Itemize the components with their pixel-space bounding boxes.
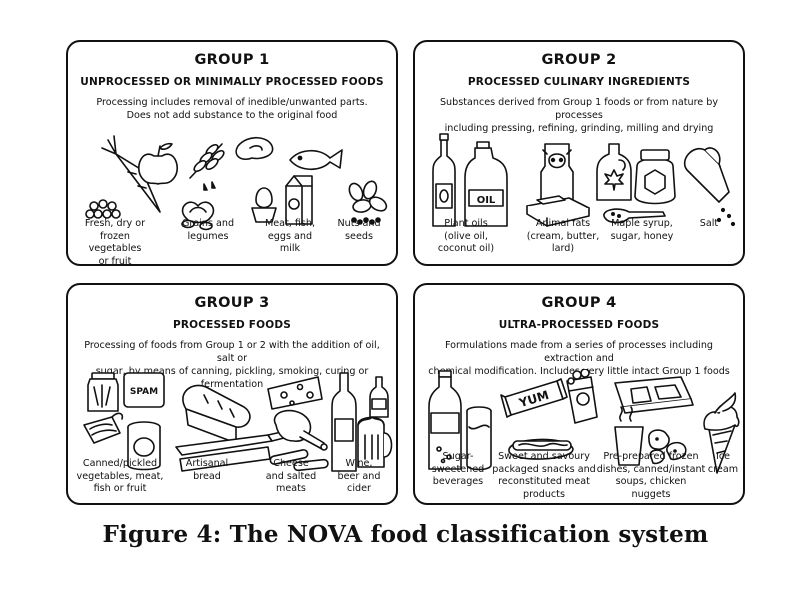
fish-icon xyxy=(289,149,343,171)
apple-icon xyxy=(138,142,178,185)
maple-syrup-icon xyxy=(596,143,632,201)
figure-caption: Figure 4: The NOVA food classification s… xyxy=(102,521,709,548)
group-1-subtitle: UNPROCESSED OR MINIMALLY PROCESSED FOODS xyxy=(80,76,384,88)
spam-label: SPAM xyxy=(130,387,158,397)
group-1-item-meat: Meat, fish, eggs and milk xyxy=(264,218,316,254)
pickle-jar-icon xyxy=(87,372,119,412)
group-2-item-maple-syrup: Maple syrup, sugar, honey xyxy=(610,218,674,242)
bread-icon xyxy=(182,384,251,444)
olive-oil-bottle-icon xyxy=(432,133,456,227)
group-1-item-grains: Grains and legumes xyxy=(181,218,235,242)
candy-bar-icon: YUM xyxy=(500,378,568,418)
carrot-icon xyxy=(101,135,161,213)
butter-icon xyxy=(526,195,590,227)
chips-bag-icon xyxy=(566,368,598,424)
wheat-icon xyxy=(189,143,225,191)
sausage-icon xyxy=(269,449,329,472)
group-2-item-animal-fats: Animal fats (cream, butter, lard) xyxy=(526,218,600,254)
group-4-item-ice-cream: Ice cream xyxy=(707,451,739,475)
group-2-item-plant-oils: Plant oils (olive oil, coconut oil) xyxy=(437,218,495,254)
group-3-description: Processing of foods from Group 1 or 2 wi… xyxy=(84,340,380,390)
ham-icon xyxy=(273,409,328,451)
frozen-dinner-icon xyxy=(614,376,694,414)
group-4-illustrations: YUM xyxy=(419,368,741,479)
legumes-icon xyxy=(181,201,215,231)
oil-label: OIL xyxy=(477,195,496,206)
group-2-subtitle: PROCESSED CULINARY INGREDIENTS xyxy=(467,76,691,88)
beer-bottle-icon xyxy=(369,376,389,418)
spam-can-icon: SPAM xyxy=(123,372,165,408)
hot-dog-icon xyxy=(508,438,574,460)
group-3-item-bread: Artisanal bread xyxy=(185,458,229,482)
cheese-icon xyxy=(267,376,323,410)
group-2-panel: GROUP 2 PROCESSED CULINARY INGREDIENTS S… xyxy=(413,40,745,266)
soda-bottle-icon xyxy=(428,370,462,470)
soup-cup-icon xyxy=(614,406,644,466)
peas-icon xyxy=(85,199,121,219)
group-1-item-nuts: Nuts and seeds xyxy=(337,218,381,242)
group-1-illustrations xyxy=(72,126,394,236)
group-1-description: Processing includes removal of inedible/… xyxy=(96,97,368,121)
group-1-panel: GROUP 1 UNPROCESSED OR MINIMALLY PROCESS… xyxy=(66,40,398,267)
group-3-illustrations: SPAM xyxy=(72,369,394,479)
group-4-title: GROUP 4 xyxy=(541,295,617,311)
group-3-title: GROUP 3 xyxy=(194,295,270,311)
egg-icon xyxy=(251,187,277,223)
sardine-tin-icon xyxy=(83,412,124,444)
group-4-item-beverages: Sugar- sweetened beverages xyxy=(431,451,485,487)
group-2-illustrations: OIL xyxy=(419,126,741,236)
salt-shaker-icon xyxy=(683,147,736,227)
group-4-item-snacks: Sweet and savoury packaged snacks and re… xyxy=(492,451,596,500)
wine-bottle-icon xyxy=(331,372,357,472)
steak-icon xyxy=(235,136,274,161)
group-2-title: GROUP 2 xyxy=(541,52,617,68)
sugar-spoon-icon xyxy=(603,208,666,224)
group-1-title: GROUP 1 xyxy=(194,52,270,68)
milk-carton-icon xyxy=(285,175,313,225)
group-3-item-cheese: Cheese and salted meats xyxy=(265,458,317,494)
group-3-subtitle: PROCESSED FOODS xyxy=(172,319,292,331)
group-4-item-frozen-dishes: Pre-prepared frozen dishes, canned/insta… xyxy=(596,451,706,500)
oil-jug-icon: OIL xyxy=(464,141,508,227)
group-2-item-salt: Salt xyxy=(699,218,719,229)
tin-can-icon xyxy=(127,421,161,471)
group-1-item-vegetables: Fresh, dry or frozen vegetables or fruit xyxy=(84,218,146,267)
group-3-item-wine: Wine, beer and cider xyxy=(337,458,381,494)
beer-mug-icon xyxy=(357,416,393,468)
group-3-item-canned: Canned/pickled vegetables, meat, fish or… xyxy=(76,458,164,494)
group-3-panel: GROUP 3 PROCESSED FOODS Processing of fo… xyxy=(66,283,398,505)
ice-cream-icon xyxy=(703,392,740,474)
group-2-description: Substances derived from Group 1 foods or… xyxy=(439,97,719,134)
group-4-panel: GROUP 4 ULTRA-PROCESSED FOODS Formulatio… xyxy=(413,283,745,505)
honey-jar-icon xyxy=(634,149,676,205)
soda-can-icon xyxy=(466,406,492,471)
nuts-icon xyxy=(348,180,388,225)
chicken-nuggets-icon xyxy=(648,429,687,465)
group-4-subtitle: ULTRA-PROCESSED FOODS xyxy=(498,319,660,331)
